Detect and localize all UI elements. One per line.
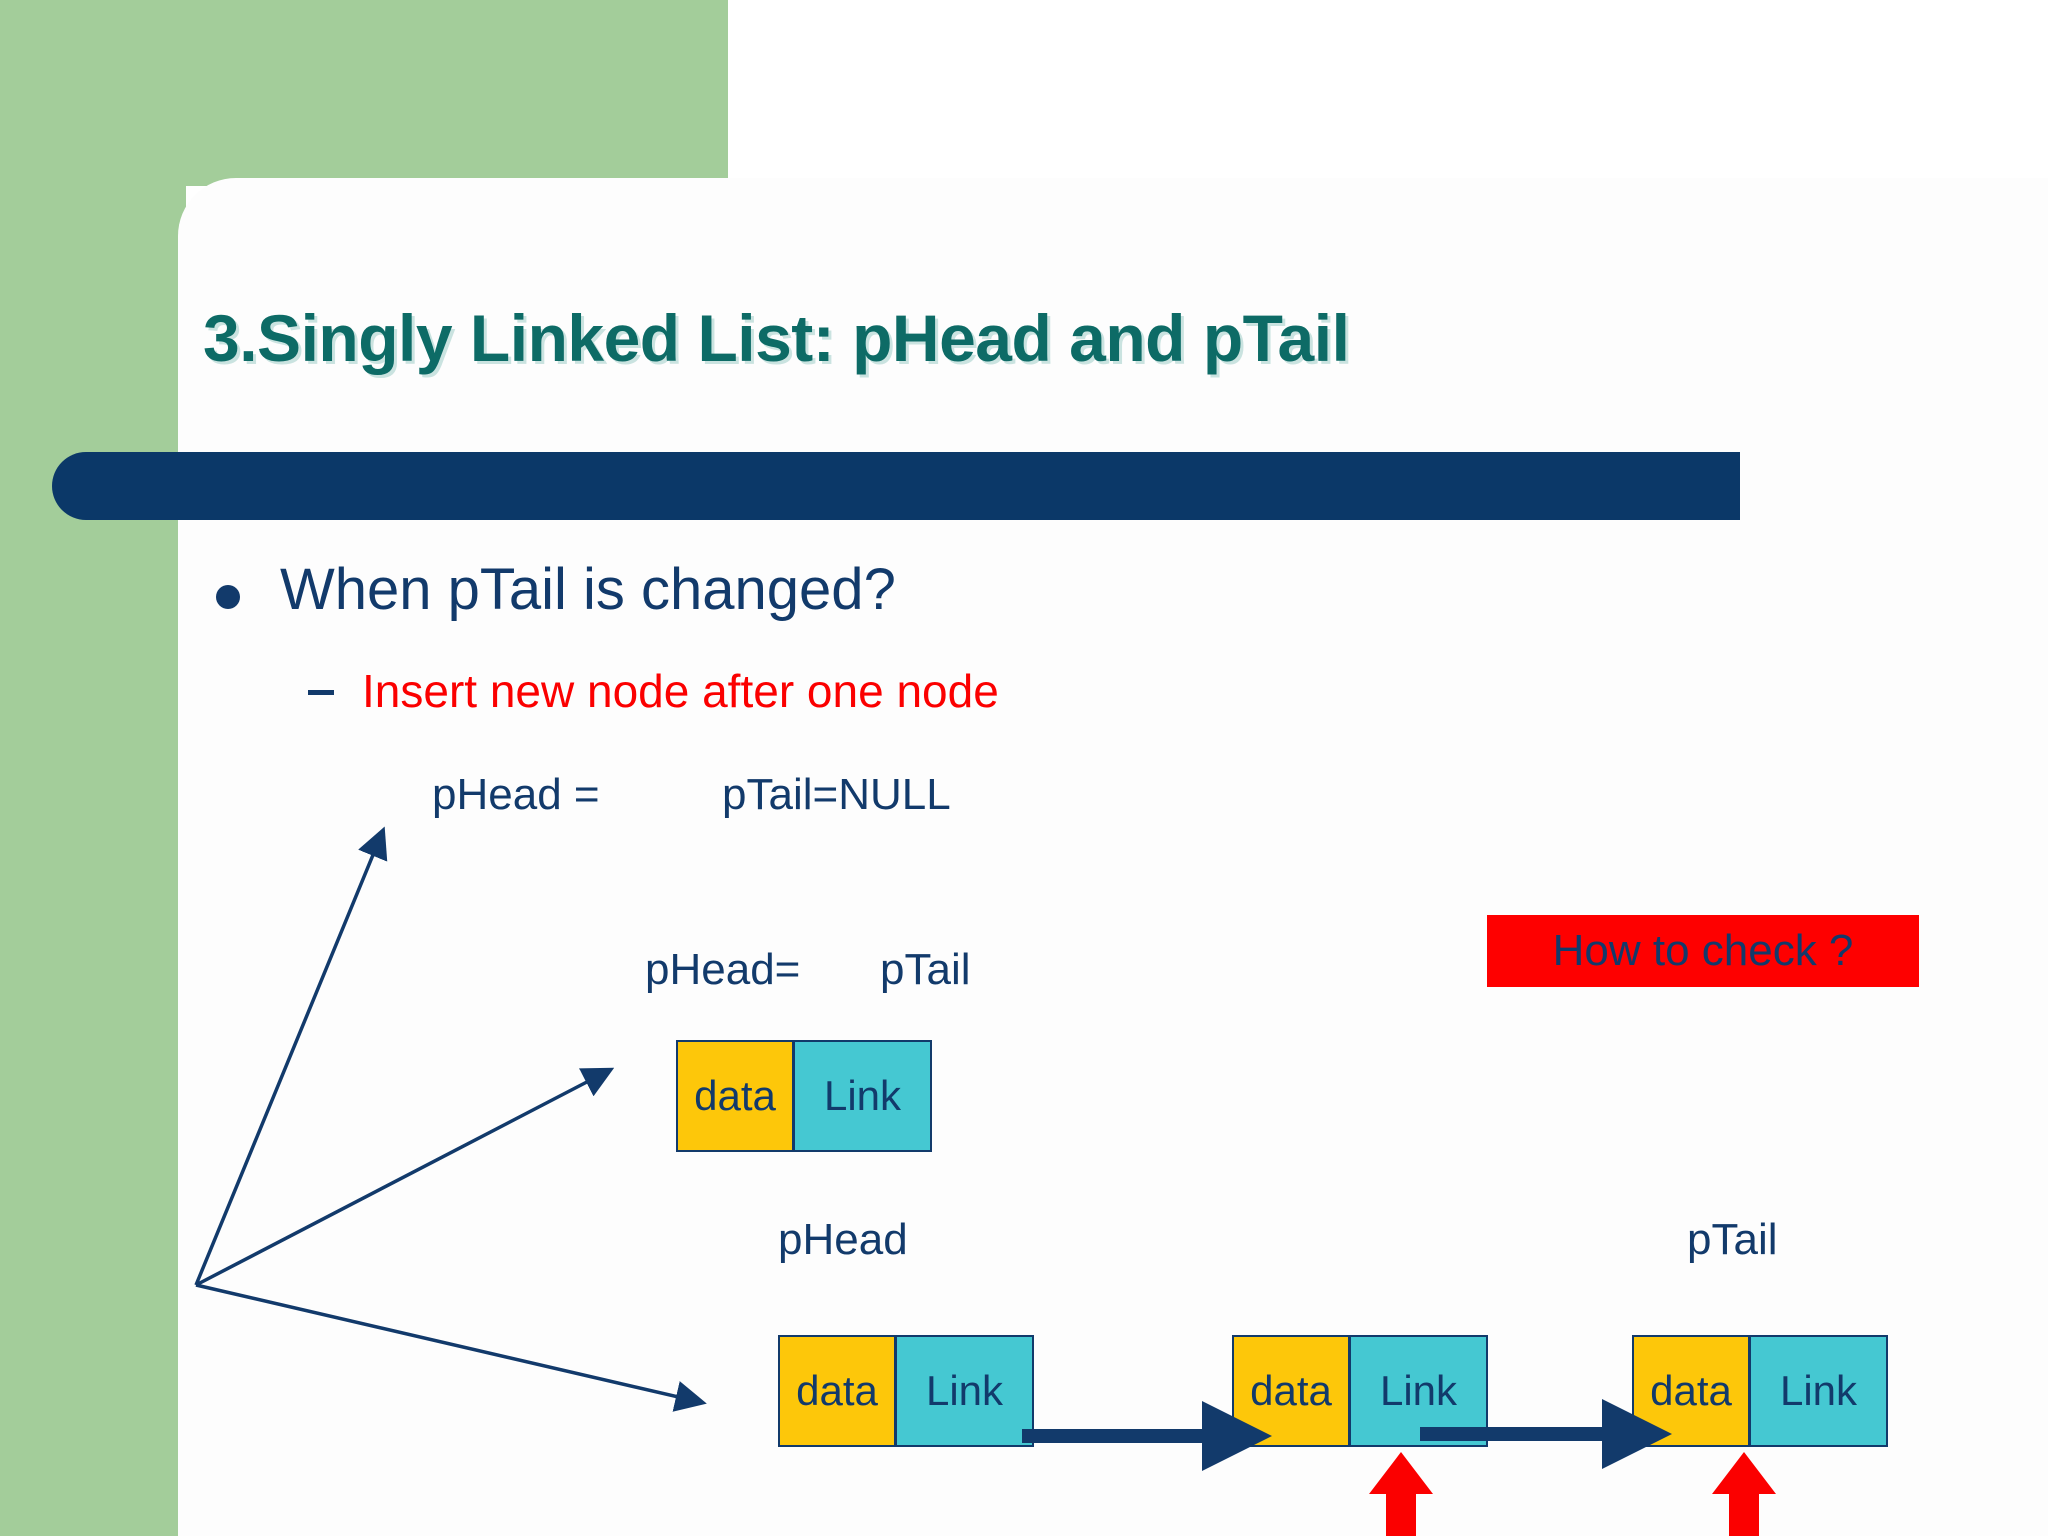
bullet-dash-icon bbox=[308, 690, 334, 695]
bullet-dot-icon bbox=[216, 585, 240, 609]
label-ptail-single: pTail bbox=[880, 945, 971, 994]
node-list-3: data Link bbox=[1632, 1335, 1888, 1447]
how-to-check-label: How to check ? bbox=[1552, 926, 1854, 975]
label-phead-single: pHead= bbox=[645, 945, 801, 994]
node-list-1-data-cell: data bbox=[778, 1335, 896, 1447]
label-phead-null: pHead = bbox=[432, 770, 600, 819]
slide-content-card bbox=[178, 178, 2048, 1536]
how-to-check-callout: How to check ? bbox=[1487, 915, 1919, 987]
node-list-2-link-cell: Link bbox=[1350, 1335, 1488, 1447]
node-list-2: data Link bbox=[1232, 1335, 1488, 1447]
label-ptail-null: pTail=NULL bbox=[722, 770, 951, 819]
node-single-link-cell: Link bbox=[794, 1040, 932, 1152]
node-single-data-cell: data bbox=[676, 1040, 794, 1152]
node-list-3-link-cell: Link bbox=[1750, 1335, 1888, 1447]
label-ptail-list: pTail bbox=[1687, 1215, 1778, 1264]
bullet-level1: When pTail is changed? bbox=[216, 556, 896, 623]
page-title: 3.Singly Linked List: pHead and pTail bbox=[203, 301, 1350, 375]
node-list-2-data-cell: data bbox=[1232, 1335, 1350, 1447]
title-underline-bar bbox=[52, 452, 1740, 520]
bullet-level2: Insert new node after one node bbox=[308, 664, 999, 718]
node-list-1-link-cell: Link bbox=[896, 1335, 1034, 1447]
node-single: data Link bbox=[676, 1040, 932, 1152]
label-phead-list: pHead bbox=[778, 1215, 908, 1264]
green-side-strip bbox=[0, 0, 186, 1536]
bullet-level1-label: When pTail is changed? bbox=[280, 557, 896, 622]
node-list-3-data-cell: data bbox=[1632, 1335, 1750, 1447]
bullet-level2-label: Insert new node after one node bbox=[362, 665, 999, 717]
node-list-1: data Link bbox=[778, 1335, 1034, 1447]
